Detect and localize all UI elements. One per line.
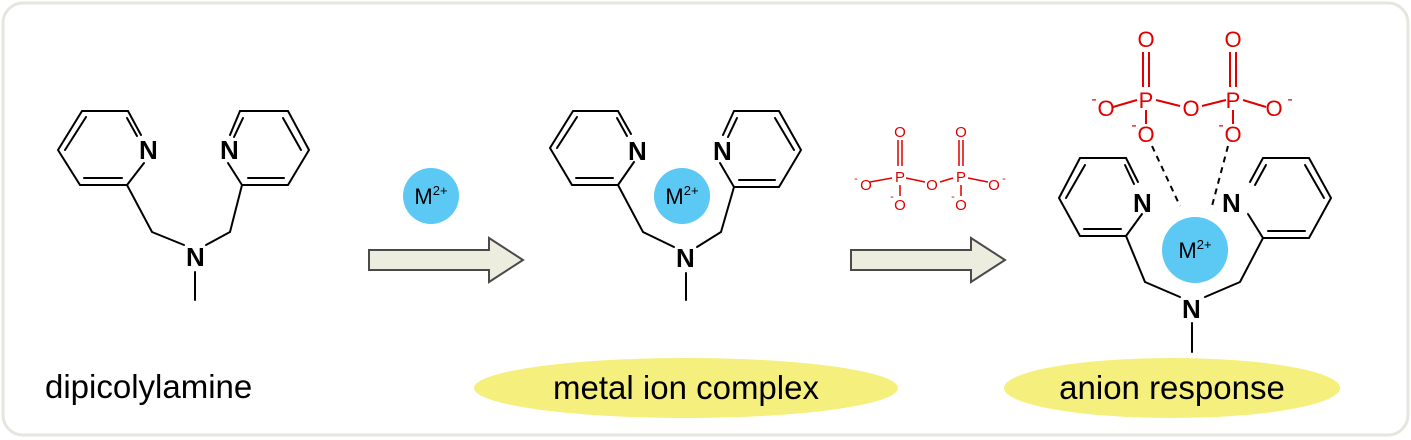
bound-phosphorus-right: P: [1226, 88, 1241, 113]
complex-metal-ion-circle: [654, 168, 710, 224]
metal-ion-label: M2+: [414, 183, 447, 209]
metal-ion-complex-molecule: N N N M2+: [548, 110, 803, 301]
complex-metal-ion-label: M2+: [665, 183, 698, 209]
reagent-lower-charge-right: -: [951, 191, 955, 203]
complex-pyridine-right-nitrogen: N: [713, 136, 732, 166]
bound-charge-left: -: [1091, 91, 1096, 108]
reagent-charge-right: -: [1002, 173, 1006, 185]
bound-lower-oxygen-right: O: [1224, 122, 1241, 147]
bound-phosphorus-left: P: [1139, 88, 1154, 113]
reagent-phosphorus-left: P: [895, 169, 905, 186]
reagent-double-bond-oxygen-left: O: [894, 124, 906, 141]
response-caption-highlight: [1004, 358, 1340, 418]
complex-bonds: [548, 110, 803, 301]
response-metal-ion-circle: [1162, 217, 1228, 283]
response-amine-nitrogen: N: [1182, 294, 1201, 324]
complex-pyridine-left-nitrogen: N: [628, 136, 647, 166]
complex-amine-nitrogen: N: [676, 243, 695, 273]
response-pyridine-left-nitrogen: N: [1133, 188, 1152, 218]
reaction-arrow-2: [850, 236, 1007, 284]
bound-pyrophosphate: O P O - O O - O P O - O -: [1091, 27, 1292, 147]
anion-response-molecule: N N N M2+: [1057, 145, 1333, 353]
reagent-lower-charge-left: -: [890, 191, 894, 203]
dipicolylamine-caption: dipicolylamine: [45, 368, 252, 405]
reagent-lower-oxygen-right: O: [955, 197, 967, 214]
dipicolylamine-bonds: [56, 110, 311, 301]
pyrophosphate-reagent-bonds: [869, 140, 989, 196]
bound-bridging-oxygen: O: [1182, 96, 1199, 121]
bound-double-bond-oxygen-right: O: [1224, 27, 1241, 52]
reagent-bridging-oxygen: O: [926, 177, 938, 194]
bound-lower-charge-right: -: [1218, 117, 1223, 134]
bound-terminal-oxygen-right: O: [1265, 96, 1282, 121]
reagent-terminal-oxygen-left: O: [860, 177, 872, 194]
reaction-arrow-1: [368, 236, 525, 284]
reagent-phosphorus-right: P: [956, 169, 966, 186]
reagent-terminal-oxygen-right: O: [988, 177, 1000, 194]
reagent-charge-left: -: [854, 173, 858, 185]
dipicolylamine-pyridine-left-nitrogen: N: [139, 135, 158, 165]
bound-pyrophosphate-bonds: [1112, 52, 1267, 124]
dipicolylamine-pyridine-right-nitrogen: N: [220, 135, 239, 165]
complex-caption: metal ion complex: [553, 369, 819, 406]
response-caption: anion response: [1059, 369, 1285, 406]
response-metal-ion-label: M2+: [1178, 237, 1211, 263]
bound-lower-charge-left: -: [1131, 117, 1136, 134]
metal-ion-reagent: M2+: [403, 168, 459, 224]
metal-ion-circle: [403, 168, 459, 224]
reagent-double-bond-oxygen-right: O: [955, 124, 967, 141]
response-bonds: [1057, 157, 1333, 353]
complex-caption-highlight: [474, 358, 898, 418]
reagent-lower-oxygen-left: O: [894, 197, 906, 214]
dipicolylamine-amine-nitrogen: N: [186, 242, 205, 272]
bound-double-bond-oxygen-left: O: [1137, 27, 1154, 52]
coordination-dashes: [1151, 145, 1229, 207]
response-pyridine-right-nitrogen: N: [1222, 188, 1241, 218]
bound-charge-right: -: [1287, 91, 1292, 108]
dipicolylamine-molecule: N N N: [56, 110, 311, 301]
bound-lower-oxygen-left: O: [1137, 122, 1154, 147]
pyrophosphate-reagent: O P O - O O - O P O - O -: [854, 124, 1006, 214]
bound-terminal-oxygen-left: O: [1097, 96, 1114, 121]
